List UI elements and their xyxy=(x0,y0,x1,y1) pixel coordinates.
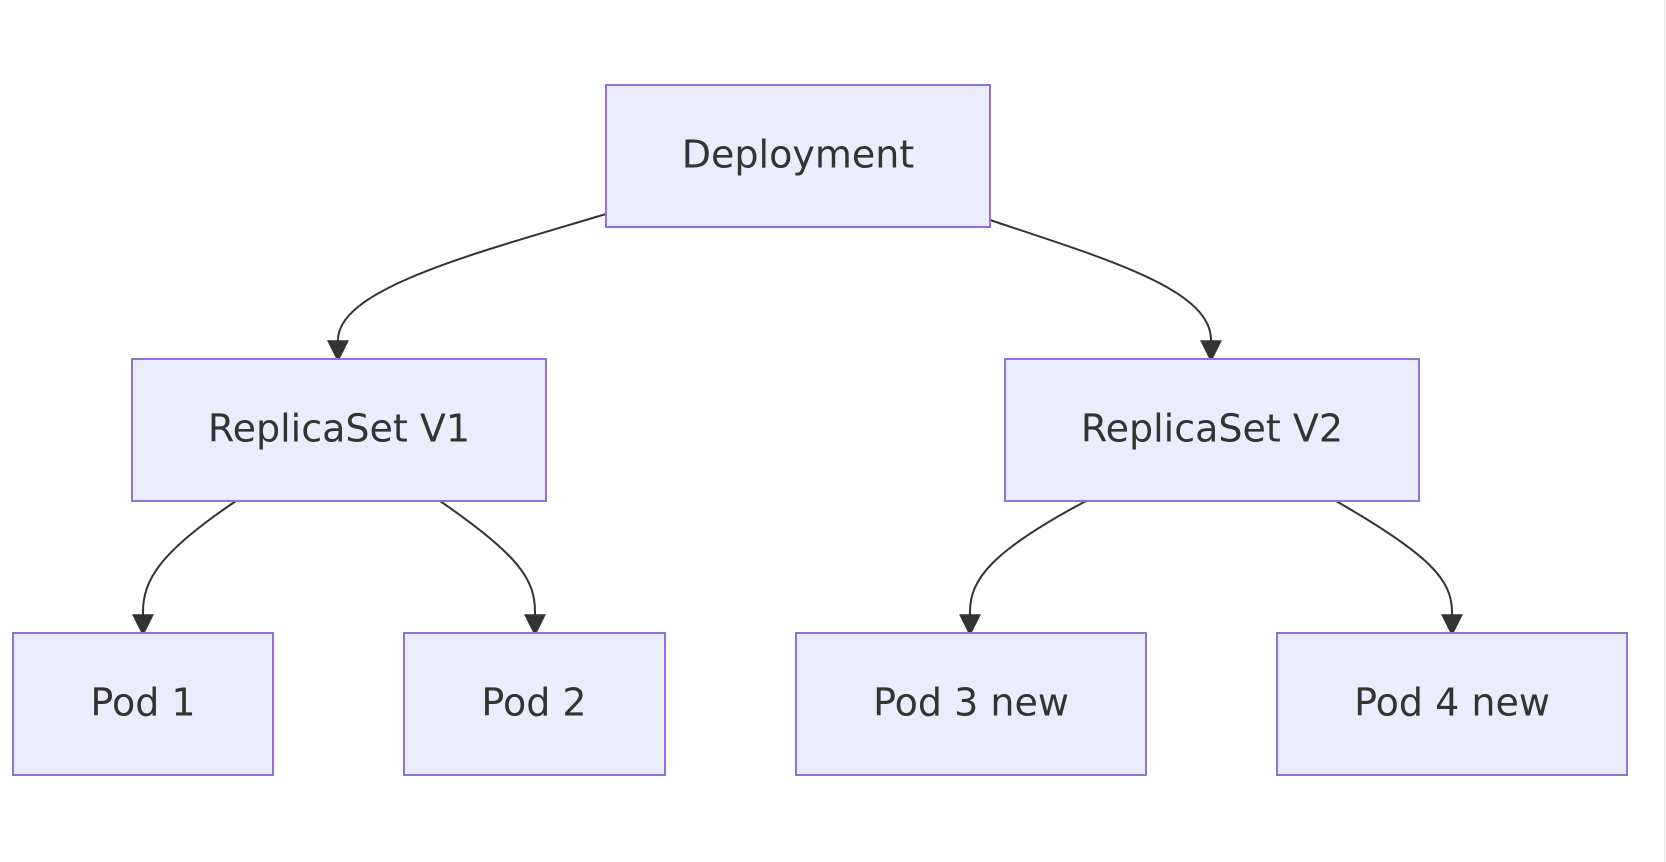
node-pod-2[interactable]: Pod 2 xyxy=(403,632,666,776)
node-deployment[interactable]: Deployment xyxy=(605,84,991,228)
node-replicaset-v2-box xyxy=(1004,358,1420,502)
edge-deployment-to-replicaset-v1 xyxy=(327,213,607,363)
node-replicaset-v1[interactable]: ReplicaSet V1 xyxy=(131,358,547,502)
edge-replicaset-v1-to-pod-2 xyxy=(439,500,546,637)
node-replicaset-v2[interactable]: ReplicaSet V2 xyxy=(1004,358,1420,502)
node-replicaset-v1-box xyxy=(131,358,547,502)
node-deployment-box xyxy=(605,84,991,228)
node-pod-1[interactable]: Pod 1 xyxy=(12,632,274,776)
edge-replicaset-v1-to-pod-1 xyxy=(132,500,237,637)
node-replicaset-v1-label: ReplicaSet V1 xyxy=(208,407,470,451)
node-pod-4[interactable]: Pod 4 new xyxy=(1276,632,1628,776)
edges xyxy=(132,213,1463,637)
node-pod-2-label: Pod 2 xyxy=(481,681,586,725)
node-pod-1-box xyxy=(12,632,274,776)
edge-replicaset-v2-to-pod-4 xyxy=(1335,500,1463,637)
node-deployment-label: Deployment xyxy=(682,133,914,177)
node-pod-3-label: Pod 3 new xyxy=(873,681,1069,725)
right-edge-divider xyxy=(1664,0,1665,862)
node-replicaset-v2-label: ReplicaSet V2 xyxy=(1081,407,1343,451)
edge-replicaset-v2-to-pod-3 xyxy=(959,500,1087,637)
node-pod-3[interactable]: Pod 3 new xyxy=(795,632,1147,776)
node-pod-4-box xyxy=(1276,632,1628,776)
node-pod-1-label: Pod 1 xyxy=(90,681,195,725)
edge-deployment-to-replicaset-v2 xyxy=(989,219,1222,363)
node-pod-4-label: Pod 4 new xyxy=(1354,681,1550,725)
node-pod-3-box xyxy=(795,632,1147,776)
node-pod-2-box xyxy=(403,632,666,776)
